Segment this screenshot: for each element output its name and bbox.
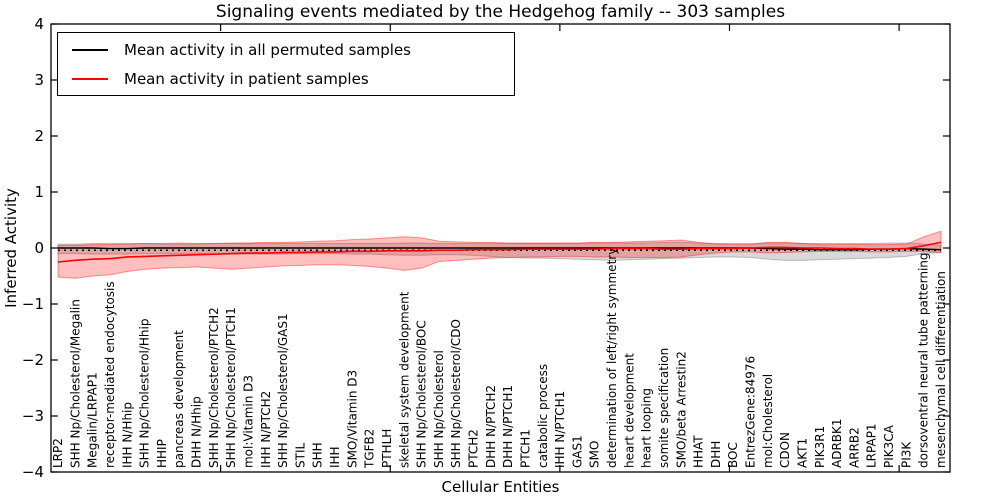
x-category-label: ADRBK1 — [830, 418, 844, 468]
x-category-label: LRP2 — [51, 438, 65, 468]
x-category-label: PTCH2 — [467, 429, 481, 468]
x-category-label: BOC — [726, 442, 740, 468]
legend-entry-label: Mean activity in all permuted samples — [124, 40, 411, 59]
x-category-label: HHAT — [692, 435, 706, 468]
x-category-label: GAS1 — [570, 435, 584, 468]
legend: Mean activity in all permuted samples Me… — [57, 32, 515, 96]
x-category-label: SMO/beta Arrestin2 — [674, 351, 688, 468]
x-category-label: SHH Np/Cholesterol — [432, 350, 446, 468]
x-category-label: DHH — [709, 441, 723, 468]
x-category-label: SHH Np/Cholesterol/Hhip — [138, 319, 152, 468]
x-category-label: DHH N/PTCH2 — [484, 385, 498, 468]
x-category-label: SHH Np/Cholesterol/PTCH2 — [207, 307, 221, 468]
x-category-label: SHH Np/Cholesterol/CDO — [449, 319, 463, 468]
patient-band — [57, 230, 942, 279]
x-category-label: determination of left/right symmetry — [605, 248, 619, 468]
x-category-label: IHH N/PTCH1 — [553, 391, 567, 468]
chart-title: Signaling events mediated by the Hedgeho… — [215, 2, 786, 22]
x-category-label: SHH Np/Cholesterol/PTCH1 — [224, 307, 238, 468]
x-category-label: catabolic process — [536, 364, 550, 468]
permuted-band — [57, 241, 942, 261]
x-category-label: skeletal system development — [397, 291, 411, 468]
x-axis-label: Cellular Entities — [441, 478, 560, 496]
x-category-label: mol:Vitamin D3 — [241, 375, 255, 468]
y-tick-label: −1 — [22, 295, 44, 313]
x-category-label: SMO — [588, 441, 602, 468]
x-category-label: mol:Cholesterol — [761, 374, 775, 468]
permuted-line-swatch-icon — [72, 48, 108, 51]
patient-line-swatch-icon — [72, 77, 108, 80]
legend-entry-patient: Mean activity in patient samples — [58, 68, 514, 90]
x-category-label: IHH N/Hhip — [120, 402, 134, 468]
y-tick-label: 2 — [34, 127, 44, 145]
patient-mean-line — [57, 241, 942, 263]
x-category-label: receptor-mediated endocytosis — [103, 281, 117, 468]
x-category-label: heart looping — [640, 388, 654, 468]
x-category-label: somite specification — [657, 348, 671, 468]
x-category-label: PTHLH — [380, 429, 394, 468]
y-tick-label: −4 — [22, 463, 44, 481]
x-category-label: IHH N/PTCH2 — [259, 391, 273, 468]
x-category-label: heart development — [622, 353, 636, 468]
y-tick-label: −2 — [22, 351, 44, 369]
permuted-mean-line — [58, 247, 942, 251]
x-category-label: dorsoventral neural tube patterning — [917, 252, 931, 468]
x-category-label: CDON — [778, 432, 792, 468]
x-category-label: PIK3CA — [882, 424, 896, 468]
y-tick-label: 0 — [34, 239, 44, 257]
x-category-label: SHH — [311, 442, 325, 468]
x-category-label: ARRB2 — [847, 427, 861, 468]
x-category-label: PTCH1 — [518, 429, 532, 468]
x-category-label: EntrezGene:84976 — [744, 356, 758, 468]
x-category-label: SHH Np/Cholesterol/Megalin — [68, 299, 82, 468]
x-category-label: PIK3R1 — [813, 426, 827, 468]
x-category-label: TGFB2 — [363, 429, 377, 469]
y-tick-label: −3 — [22, 407, 44, 425]
x-category-label: SMO/Vitamin D3 — [345, 370, 359, 468]
legend-entry-permuted: Mean activity in all permuted samples — [58, 39, 514, 61]
x-category-label: pancreas development — [172, 330, 186, 468]
legend-entry-label: Mean activity in patient samples — [124, 69, 369, 88]
x-category-label: STIL — [293, 443, 307, 468]
y-tick-label: 3 — [34, 71, 44, 89]
y-tick-label: 1 — [34, 183, 44, 201]
x-category-label: DHH N/Hhip — [190, 396, 204, 468]
x-category-label: HHIP — [155, 439, 169, 468]
x-category-label: SHH Np/Cholesterol/BOC — [415, 320, 429, 468]
x-category-label: SHH Np/Cholesterol/GAS1 — [276, 313, 290, 468]
x-category-label: DHH N/PTCH1 — [501, 385, 515, 468]
x-category-label: AKT1 — [795, 438, 809, 468]
x-category-label: PI3K — [899, 441, 913, 468]
x-category-label: Megalin/LRPAP1 — [86, 372, 100, 468]
x-category-label: mesenchymal cell differentiation — [934, 271, 948, 468]
y-tick-label: 4 — [34, 15, 44, 33]
x-category-label: LRPAP1 — [865, 423, 879, 468]
x-category-label: IHH — [328, 446, 342, 468]
